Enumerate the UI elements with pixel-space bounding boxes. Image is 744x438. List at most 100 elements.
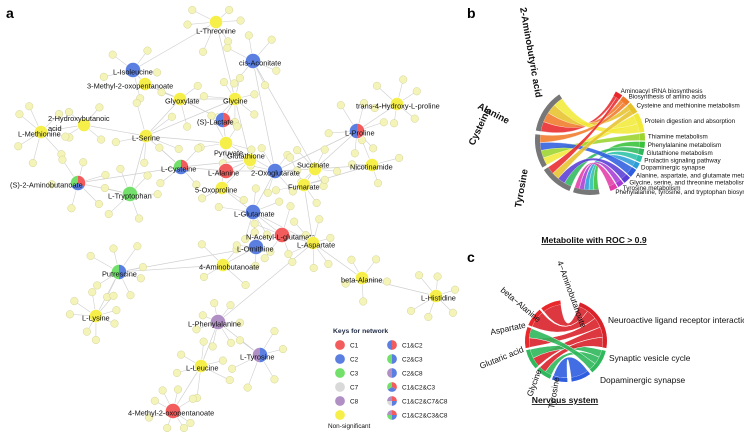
node-putrescine-label: Putrescine [102,270,137,279]
node-l-ornithine-label: L-Ornithine [237,245,274,254]
legend-item-c2-c3-swatch-wedge [387,354,392,364]
node-l-serine-label: L-Serine [132,134,160,143]
leaf-node [71,297,79,305]
node-l-leucine-label: L-Leucine [186,364,218,373]
node-4-aminobutanoate-label: 4-Aminobutanoate [199,263,259,272]
node-l-threonine-label: L-Threonine [196,27,236,36]
leaf-node [113,306,121,314]
leaf-node [264,189,272,197]
leaf-node [187,419,195,427]
chord-b-arc-thiamine-metabolism [640,133,645,141]
leaf-node [110,292,118,300]
leaf-node [177,351,185,359]
legend-item-c1-c2-label: C1&C2 [402,343,423,350]
chord-b-caption: Metabolite with ROC > 0.9 [541,235,647,245]
leaf-node [156,144,164,152]
leaf-node [226,376,234,384]
leaf-node [219,357,227,365]
legend-item-c2-swatch [335,354,345,364]
leaf-node [184,21,192,29]
leaf-node [351,149,359,157]
legend-item-non-significant-label: Non-significant [328,423,370,430]
leaf-node [224,44,232,52]
leaf-node [151,397,159,405]
node-succinate-label: Succinate [297,161,329,170]
leaf-node [144,47,152,55]
legend-item-c8-swatch [335,396,345,406]
chord-c-met-label-aspartate: Aspartate [489,320,526,337]
legend-item-c2-label: C2 [350,357,359,364]
legend-item-c1-c2-c3-c8-swatch [387,410,397,420]
node-2-oxoglutarate-label: 2-Oxoglutarate [251,169,300,178]
leaf-node [380,118,388,126]
leaf-node [95,200,103,208]
leaf-node [200,273,208,281]
legend-item-c2-c8-swatch [387,368,397,378]
legend-item-c1-c2-swatch-wedge [387,340,392,350]
leaf-node [271,327,279,335]
leaf-node [287,202,295,210]
leaf-node [245,32,253,40]
leaf-node [415,271,423,279]
leaf-node [168,113,176,121]
leaf-node [313,199,321,207]
leaf-node [62,133,70,141]
leaf-node [14,142,22,150]
leaf-node [199,48,207,56]
chord-b-label-cysteine-and-methionine-metabolism: Cysteine and methionine metabolism [637,102,740,109]
leaf-node [434,273,442,281]
leaf-node [290,218,298,226]
leaf-node [250,111,258,119]
node-glutathione-label: Glutathione [227,152,265,161]
chord-diagram-roc: Aminoacyl tRNA biosynthesisBiosynthesis … [467,7,744,245]
panel-label-c: c [467,249,475,265]
node-s-lactate-label: (S)-Lactate [197,118,234,127]
node-trans-4-hydroxy-l-proline-label: trans-4-Hydroxy-L-proline [356,102,440,111]
legend-title: Keys for network [333,328,388,335]
node-l-phenylalanine-label: L-Phenylalanine [188,320,241,329]
chord-b-arc-phenylalanine-metabolism [639,142,645,148]
leaf-node [87,252,95,260]
leaf-node [66,311,74,319]
leaf-node [237,17,245,25]
leaf-node [199,312,207,320]
chord-b-label-dopaminergic-synapse: Dopaminergic synapse [641,165,706,172]
leaf-node [174,386,182,394]
legend-item-c1-c2-c3-swatch [387,382,397,392]
node-nicotinamide-label: Nicotinamide [350,163,393,172]
leaf-node [110,245,118,253]
legend-item-c1-c2-c7-c8-label: C1&C2&C7&C8 [402,399,448,406]
node-l-alanine-label: L-Alanine [208,169,239,178]
leaf-node [359,298,367,306]
leaf-node [321,176,329,184]
leaf-node [183,123,191,131]
leaf-node [25,102,33,110]
leaf-node [215,203,223,211]
legend-item-c3-swatch-fill [335,368,345,378]
leaf-node [210,299,218,307]
legend-item-c8-swatch-fill [335,396,345,406]
leaf-node [233,123,241,131]
legend-item-c1-c2-c3-c8-label: C1&C2&C3&C8 [402,413,448,420]
panel-label-b: b [467,5,476,21]
leaf-node [407,307,415,315]
node-beta-alanine-label: beta-Alanine [341,276,383,285]
node-l-lysine-label: L-Lysine [82,314,110,323]
node-5-oxoproline-label: 5-Oxoproline [195,186,237,195]
legend-item-c1-swatch-fill [335,340,345,350]
leaf-node [111,320,119,328]
chord-b-label-prolactin-signaling-pathway: Prolactin signaling pathway [644,157,721,164]
leaf-node [337,101,345,109]
leaf-node [154,190,162,198]
legend-item-c2-c3-swatch [387,354,397,364]
leaf-node [395,154,403,162]
leaf-node [97,136,105,144]
leaf-node [251,220,259,228]
chord-b-label-phenylalanine-tyrosine-and-tryptophan-biosynthesis: Phenylalanine, tyrosine, and tryptophan … [615,189,744,196]
leaf-node [383,278,391,286]
leaf-node [134,242,142,250]
legend-item-c1-swatch [335,340,345,350]
